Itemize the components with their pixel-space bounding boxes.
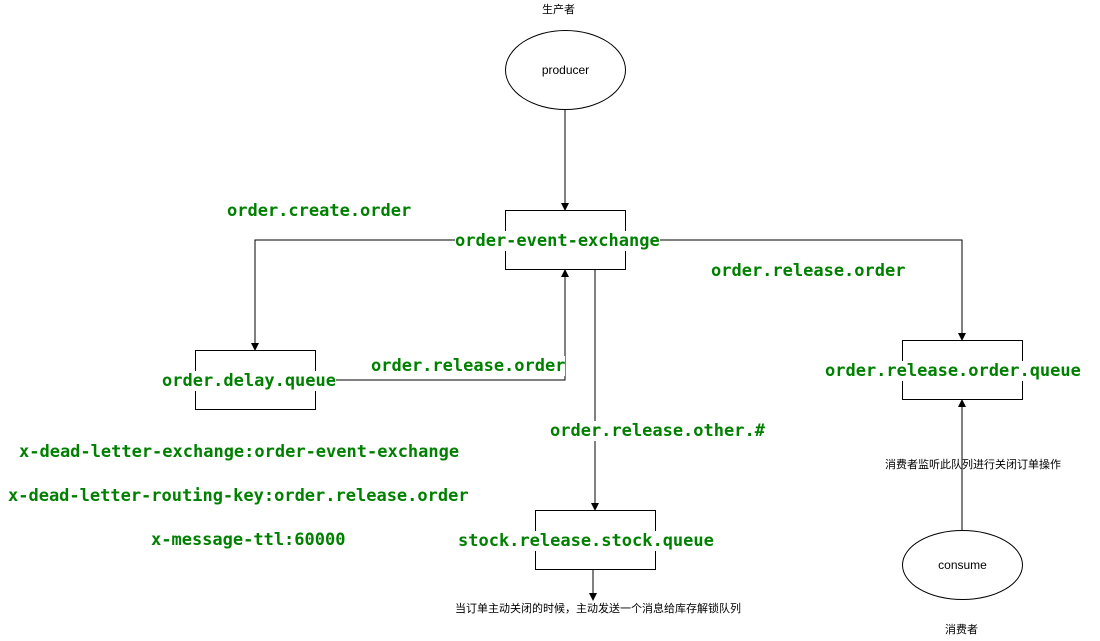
stock-queue-node-label: stock.release.stock.queue [458,531,714,551]
delay-queue-node-label: order.delay.queue [162,371,336,391]
edge-label-release-order-right: order.release.order [711,261,906,281]
consume-node-label: consume [938,558,987,572]
queue-arg-dead-letter-routing-key: x-dead-letter-routing-key:order.release.… [8,486,469,506]
producer-label: 生产者 [542,3,575,16]
edge-label-release-other: order.release.other.# [550,421,765,441]
edge-label-create-order: order.create.order [227,201,412,221]
edge-label-release-order-back: order.release.order [371,356,566,376]
release-order-queue-node-label: order.release.order.queue [825,361,1081,381]
consume-node[interactable]: consume [902,530,1023,600]
producer-node[interactable]: producer [505,30,626,110]
producer-node-label: producer [541,63,590,77]
consumer-note: 消费者监听此队列进行关闭订单操作 [885,458,1061,471]
consumer-label: 消费者 [945,623,978,636]
edge-exchange-to-release-order-queue [625,239,966,341]
edge-delay-queue-to-exchange [315,269,569,381]
queue-arg-message-ttl: x-message-ttl:60000 [151,530,346,550]
edge-exchange-to-delay-queue [251,239,505,351]
stock-note: 当订单主动关闭的时候，主动发送一个消息给库存解锁队列 [455,602,741,615]
queue-arg-dead-letter-exchange: x-dead-letter-exchange:order-event-excha… [19,442,460,462]
exchange-node-label: order-event-exchange [455,231,660,251]
